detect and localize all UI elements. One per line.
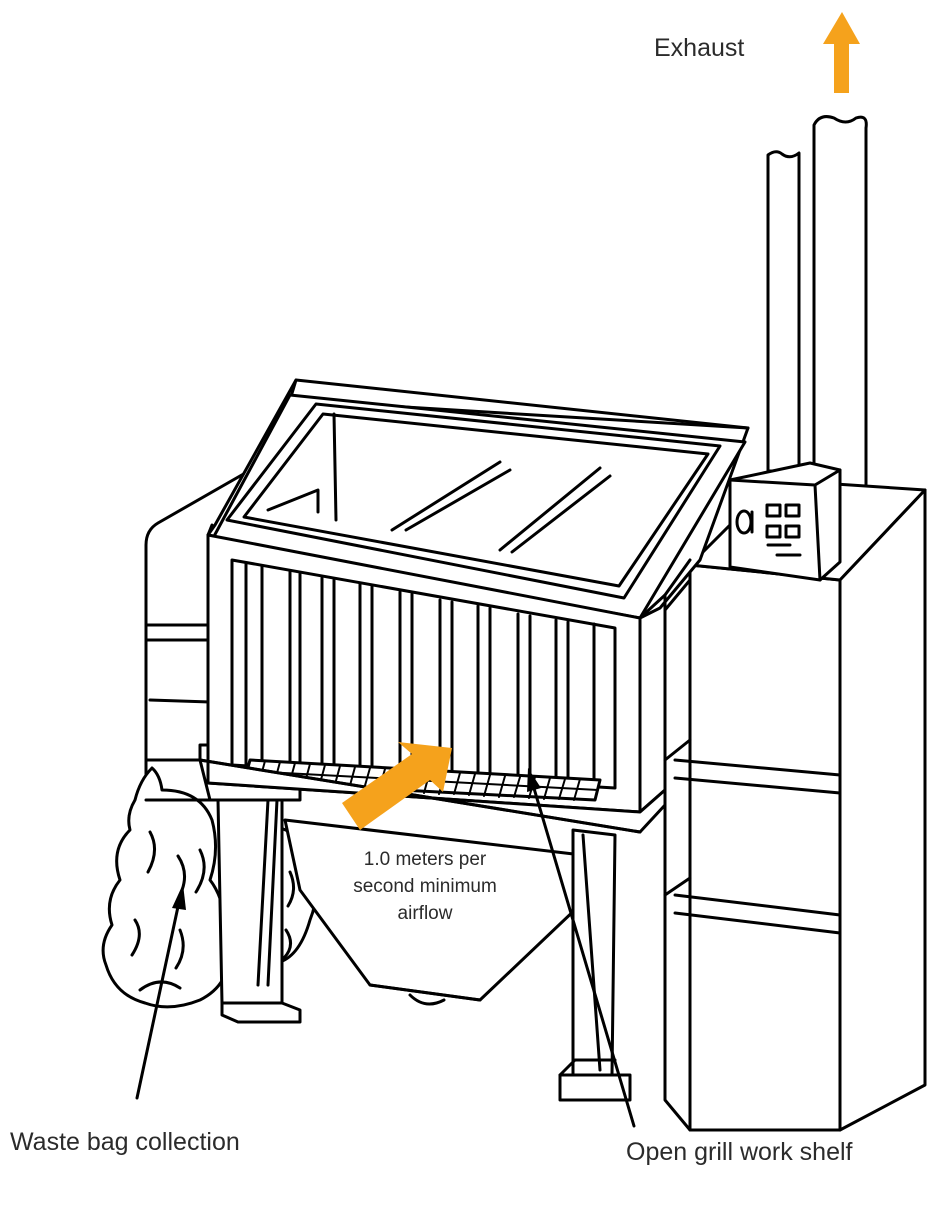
exhaust-pipes <box>768 117 871 518</box>
airflow-label-line-1: 1.0 meters per <box>325 846 525 873</box>
airflow-label-line-3: airflow <box>325 900 525 927</box>
airflow-label: 1.0 meters per second minimum airflow <box>325 846 525 927</box>
exhaust-arrow-icon <box>823 12 860 93</box>
airflow-label-line-2: second minimum <box>325 873 525 900</box>
grill-shelf-label: Open grill work shelf <box>626 1138 852 1167</box>
waste-bag-label: Waste bag collection <box>10 1128 240 1157</box>
waste-bag <box>103 768 316 1007</box>
control-box <box>730 463 840 580</box>
exhaust-label: Exhaust <box>654 34 744 63</box>
